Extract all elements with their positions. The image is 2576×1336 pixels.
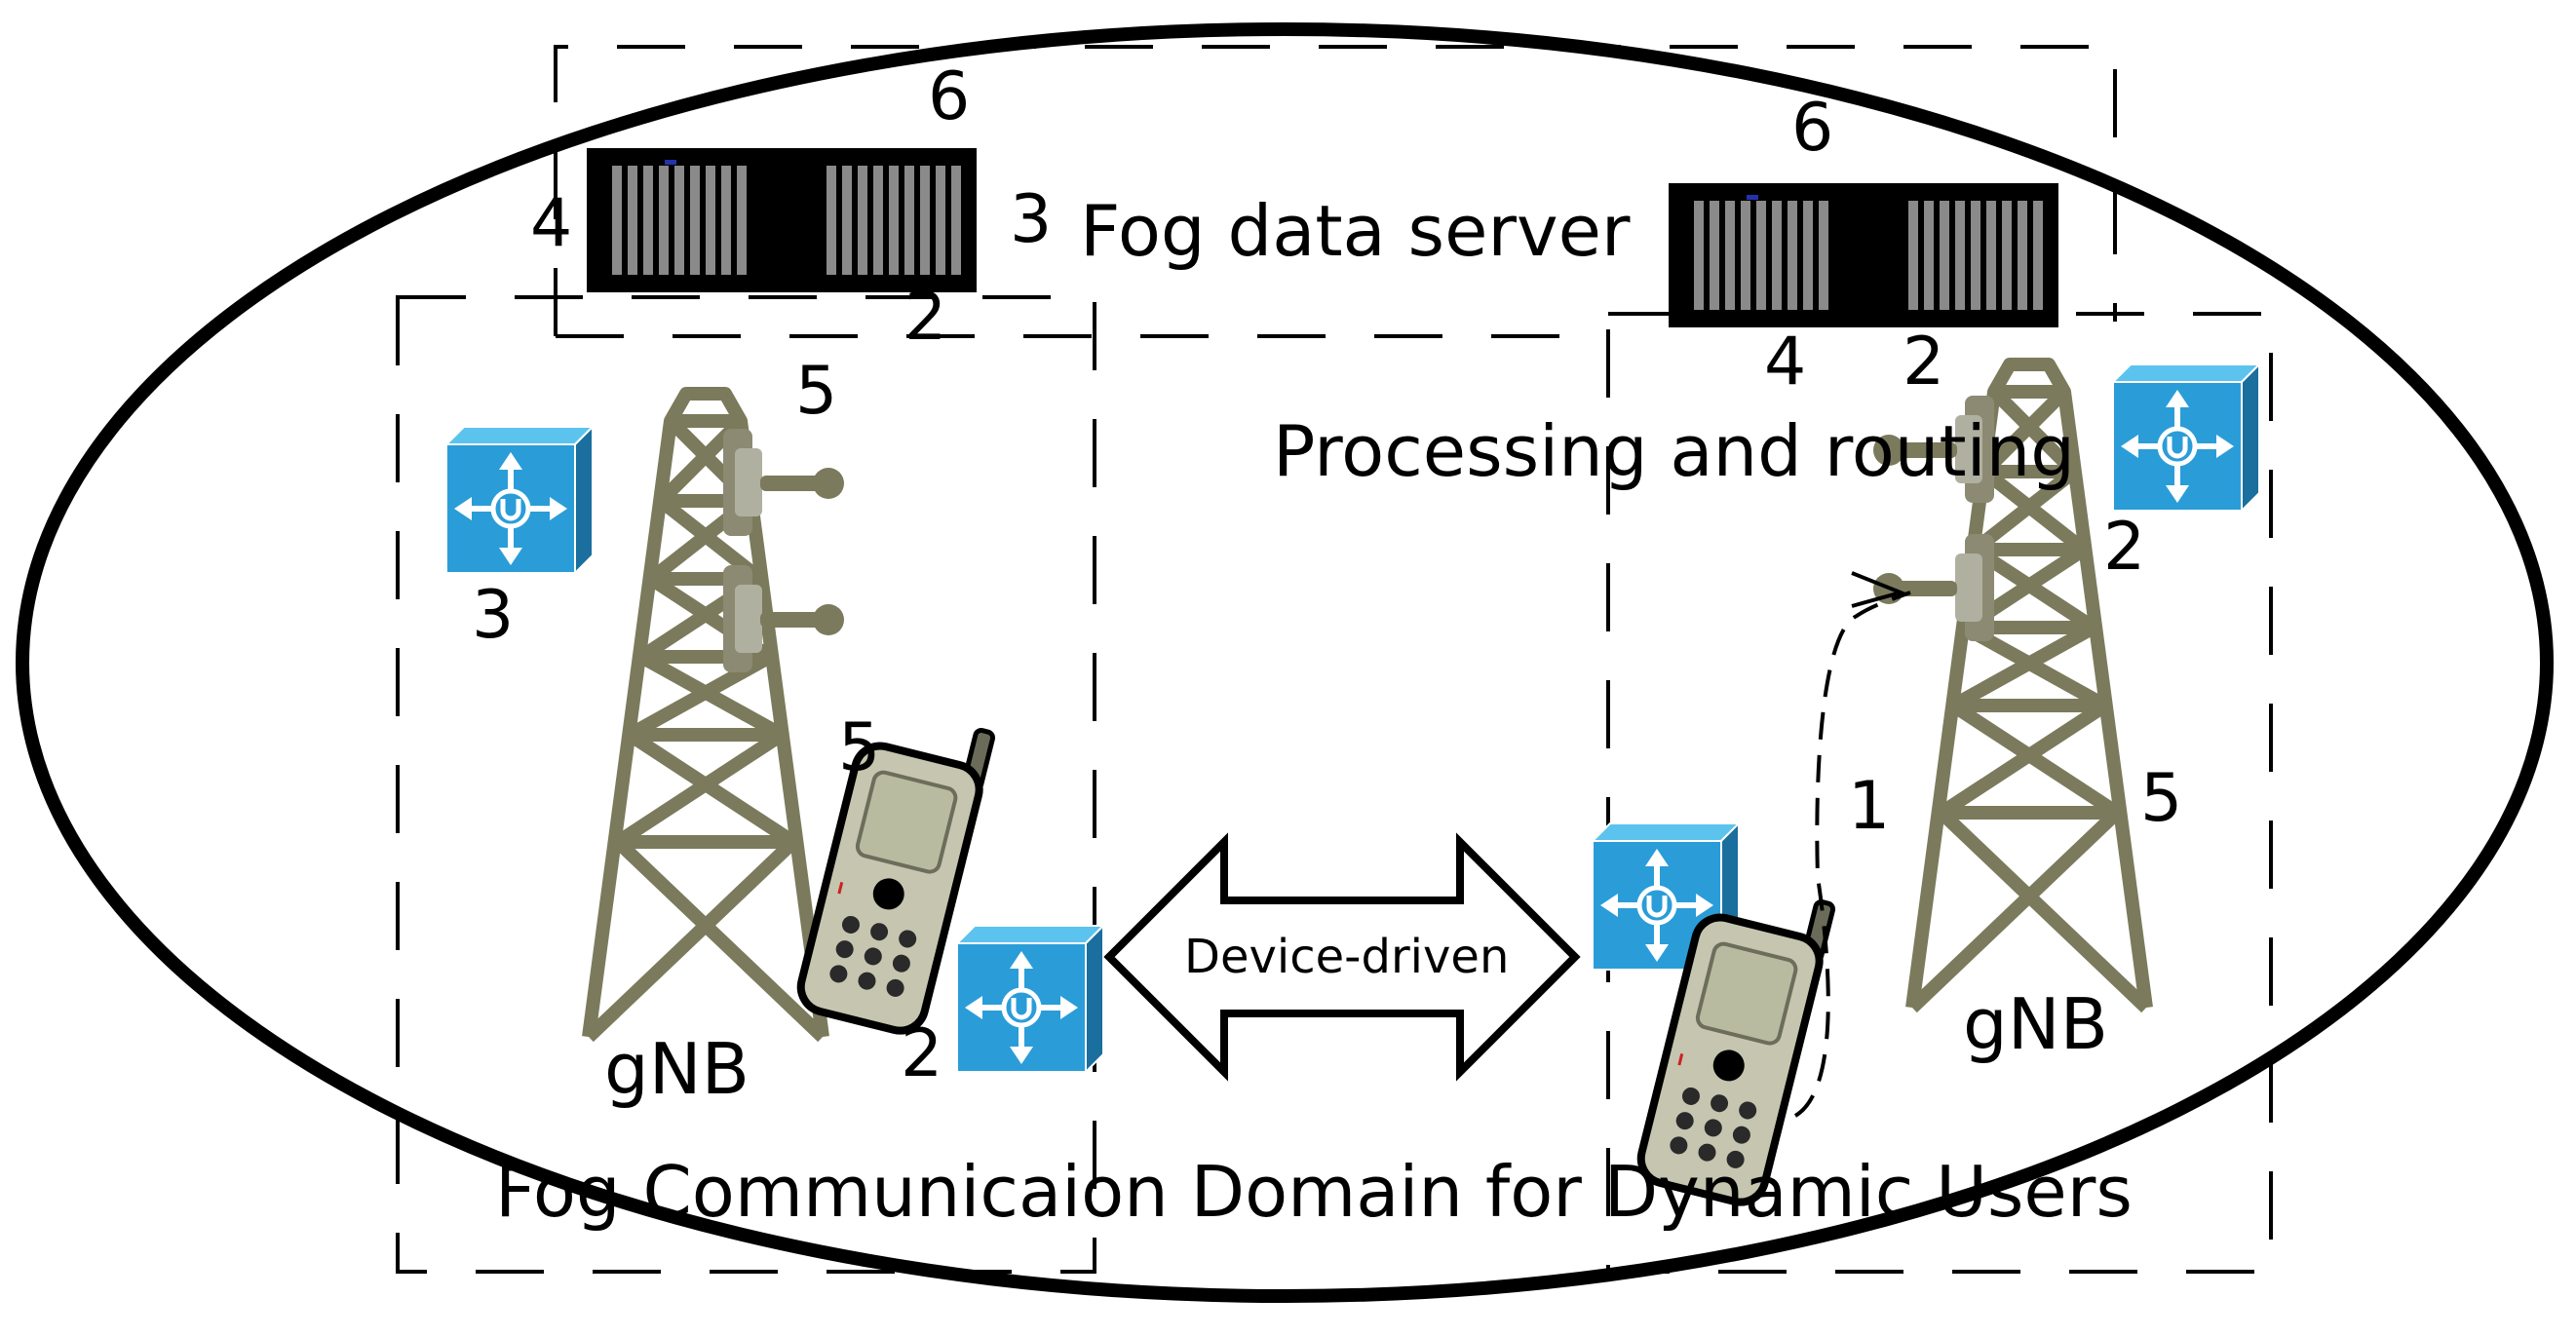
server-left-num-bottom: 2 <box>904 279 946 356</box>
server-right-num-bottom-right: 2 <box>1903 324 1944 401</box>
router-right-top-num: 2 <box>2103 509 2145 586</box>
server-right-num-top: 6 <box>1791 90 1833 167</box>
phone-left-num: 5 <box>838 709 880 786</box>
fog-server-left-icon <box>587 148 977 292</box>
server-right-num-bottom-left: 4 <box>1764 324 1806 401</box>
fog-data-server-label: Fog data server <box>1080 190 1631 272</box>
server-left-num-top: 6 <box>928 58 970 135</box>
device-driven-label: Device-driven <box>1184 930 1509 984</box>
tower-left-num: 5 <box>795 353 837 430</box>
device-driven-arrow <box>1103 832 1581 1082</box>
wireless-link-curve <box>1793 591 1911 1118</box>
router-left-bottom-icon <box>957 926 1103 1072</box>
antenna-left-bottom-icon <box>723 565 844 672</box>
dashed-regions <box>396 45 2273 1274</box>
domain-title-label: Fog Communicaion Domain for Dynamic User… <box>495 1151 2133 1233</box>
gnb-left-label: gNB <box>604 1028 750 1110</box>
router-left-bottom-num: 2 <box>901 1015 942 1092</box>
antenna-left-top-icon <box>723 429 844 536</box>
gnb-right-label: gNB <box>1963 983 2108 1065</box>
left-cell-region <box>396 295 1096 1274</box>
fog-server-right-icon <box>1669 183 2058 327</box>
wireless-link-arrowhead <box>1851 571 1907 608</box>
fog-domain-ellipse <box>16 22 2554 1303</box>
link-right-num: 1 <box>1848 768 1890 845</box>
router-left-top-icon <box>446 427 593 573</box>
tower-right-num: 5 <box>2140 760 2182 837</box>
server-left-num-left: 4 <box>530 185 572 262</box>
server-region-border <box>554 45 2117 336</box>
processing-routing-label: Processing and routing <box>1273 410 2075 492</box>
router-left-top-num: 3 <box>472 577 514 654</box>
router-right-top-icon <box>2113 364 2259 511</box>
server-left-num-right: 3 <box>1010 181 1052 258</box>
